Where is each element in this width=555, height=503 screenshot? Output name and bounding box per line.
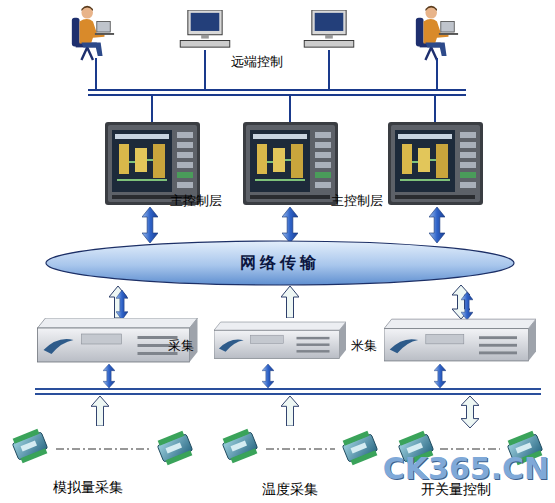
field-label: 温度采集 (245, 481, 335, 498)
dash-dot-line (440, 448, 500, 449)
io-module-icon (156, 430, 195, 466)
bus-drop (204, 50, 206, 90)
computer-icon (304, 10, 354, 47)
layer-label: 采集 (156, 338, 206, 354)
bus-drop (151, 95, 153, 122)
bus-drop (95, 58, 97, 90)
hollow-up-arrow (281, 286, 299, 318)
panel-pc-icon (105, 122, 200, 205)
io-module-icon (221, 428, 260, 464)
rack-server-icon (384, 319, 536, 361)
double-arrow (142, 207, 158, 243)
rack-server-icon (214, 322, 346, 358)
top-bus-line (88, 89, 466, 91)
computer-icon (180, 10, 230, 47)
dash-dot-line (56, 448, 150, 449)
bottom-bus-line (35, 393, 541, 395)
ellipse-shape (46, 241, 514, 285)
bus-drop (436, 58, 438, 90)
double-arrow (282, 207, 298, 243)
double-arrow (103, 364, 115, 388)
dash-dot-line (266, 448, 335, 449)
io-module-icon (341, 430, 380, 466)
dash-dot-lines (56, 448, 500, 449)
bottom-bus-line (35, 388, 541, 390)
panel-pc-icon (243, 122, 338, 205)
node-label: 网络传输 (45, 240, 515, 286)
operator-icon (72, 6, 114, 60)
top-bus-line (88, 94, 466, 96)
field-label: 模拟量采集 (33, 479, 143, 496)
hollow-double-arrow (461, 396, 479, 428)
layer-label: 远端控制 (212, 54, 302, 70)
operator-icon (416, 6, 458, 60)
network-ellipse: 网络传输 (45, 240, 515, 286)
layer-label: 米集 (339, 338, 389, 354)
hollow-up-arrow (281, 396, 299, 426)
double-arrow (262, 364, 274, 388)
io-module-icon (11, 428, 50, 464)
bus-drop (434, 95, 436, 122)
bus-drop (289, 95, 291, 122)
double-arrow (116, 290, 128, 320)
watermark: CK365.CN (381, 451, 551, 487)
bus-drop (328, 50, 330, 90)
double-arrow (429, 207, 445, 243)
layer-label: 主控制层 (156, 193, 236, 209)
panel-pc-icon (388, 122, 483, 205)
layer-label: 主控制层 (317, 193, 397, 209)
double-arrow (461, 292, 473, 320)
bus-drops (96, 50, 437, 122)
hollow-up-arrow (91, 396, 109, 426)
double-arrow (434, 364, 446, 388)
